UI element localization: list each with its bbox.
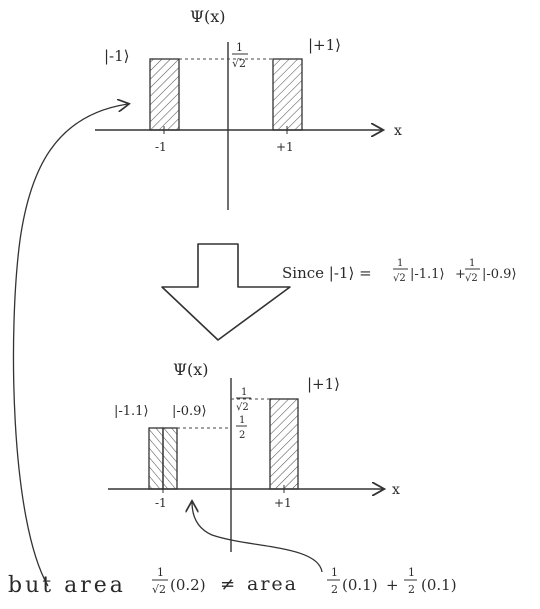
footer-rhs1-den: 2	[331, 583, 338, 596]
footer-rhs-plus: +	[386, 576, 399, 594]
since-coef2-den: √2	[465, 273, 478, 284]
top-right-ket: |+1⟩	[308, 36, 341, 54]
bottom-level2-num: 1	[239, 415, 245, 426]
bottom-level2-den: 2	[239, 430, 245, 441]
bottom-left-bar-a	[148, 427, 164, 490]
top-tick-minus1: -1	[155, 140, 167, 154]
top-level-label: 1 √2	[232, 41, 248, 70]
footer-equation: but area 1 √2 (0.2) ≠ area 1 2 (0.1) + 1…	[8, 566, 457, 598]
top-y-axis-label: Ψ(x)	[190, 7, 226, 26]
bottom-y-axis-label: Ψ(x)	[173, 360, 209, 379]
footer-rhs1-num: 1	[331, 566, 338, 579]
footer-lhs-den: √2	[152, 583, 166, 596]
bottom-level1-label: 1 √2	[236, 387, 251, 413]
footer-lhs-tail: (0.2)	[170, 576, 206, 594]
since-note: Since |-1⟩ = 1 √2 |-1.1⟩ + 1 √2 |-0.9⟩	[282, 258, 517, 284]
bottom-level1-num: 1	[241, 387, 247, 398]
bottom-level2-label: 1 2	[236, 415, 247, 441]
top-level-num: 1	[236, 41, 243, 54]
bottom-plot: Ψ(x) x |-1.1⟩ |-0.9⟩ |+1⟩ 1 √2 1 2 -1 +1	[108, 360, 400, 552]
top-x-axis-label: x	[394, 123, 402, 139]
bottom-tick-minus1: -1	[155, 496, 167, 510]
footer-rhs2-num: 1	[408, 566, 415, 579]
footer-rhs2-tail: (0.1)	[421, 576, 457, 594]
bottom-left-ket-a: |-1.1⟩	[114, 404, 149, 419]
top-tick-plus1: +1	[276, 140, 294, 154]
top-level-den: √2	[232, 57, 246, 70]
bottom-right-ket: |+1⟩	[307, 375, 340, 393]
footer-neq: ≠	[220, 574, 235, 595]
bottom-x-axis-label: x	[392, 482, 400, 498]
footer-but-area: but area	[8, 573, 126, 598]
footer-rhs2-den: 2	[408, 583, 415, 596]
bottom-level1-den: √2	[236, 402, 249, 413]
footer-area2: area	[247, 573, 298, 595]
top-left-bar	[149, 58, 180, 131]
footer-rhs1-tail: (0.1)	[342, 576, 378, 594]
since-ket2: |-0.9⟩	[482, 267, 517, 282]
top-left-ket: |-1⟩	[104, 47, 130, 65]
transition-arrow	[161, 243, 291, 341]
since-coef1-num: 1	[397, 258, 403, 269]
top-plot: Ψ(x) x |-1⟩ |+1⟩ 1 √2 -1 +1	[95, 7, 402, 210]
short-curve-arrow	[192, 502, 323, 573]
footer-lhs-num: 1	[157, 566, 164, 579]
top-right-bar	[272, 58, 303, 131]
bottom-tick-plus1: +1	[274, 496, 292, 510]
down-arrow-shape	[161, 243, 291, 341]
since-coef1-den: √2	[393, 273, 406, 284]
since-coef2-num: 1	[469, 258, 475, 269]
bottom-left-bar-b	[162, 427, 178, 490]
long-curve-arrow	[12, 104, 128, 587]
bottom-left-ket-b: |-0.9⟩	[172, 404, 207, 419]
since-prefix: Since |-1⟩ =	[282, 264, 372, 282]
since-plus: +	[455, 267, 466, 282]
bottom-right-bar	[269, 398, 299, 490]
since-ket1: |-1.1⟩	[410, 267, 445, 282]
